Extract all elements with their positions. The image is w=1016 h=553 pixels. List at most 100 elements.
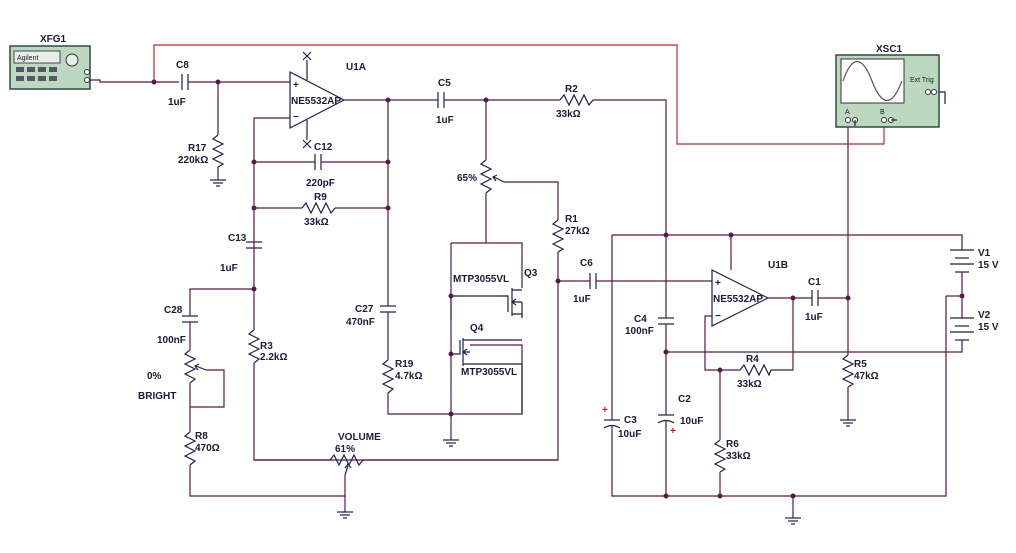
svg-text:100nF: 100nF xyxy=(625,326,654,337)
svg-text:Q3: Q3 xyxy=(524,268,538,279)
svg-text:C4: C4 xyxy=(634,314,647,325)
ground-1 xyxy=(210,179,226,187)
ext-trig-label: Ext Trig xyxy=(910,77,934,84)
probe-wire xyxy=(153,44,885,145)
svg-text:4.7kΩ: 4.7kΩ xyxy=(395,371,422,382)
mosfet-q4[interactable]: Q4 MTP3055VL xyxy=(451,323,523,414)
resistor-r6[interactable]: R6 33kΩ xyxy=(713,439,751,473)
svg-text:R3: R3 xyxy=(260,341,273,352)
svg-text:R17: R17 xyxy=(188,143,207,154)
mosfet-q3[interactable]: MTP3055VL Q3 xyxy=(451,268,538,318)
svg-text:C5: C5 xyxy=(438,78,451,89)
battery-v2[interactable]: V2 15 V xyxy=(950,310,999,341)
potentiometer-65[interactable]: 65% xyxy=(457,159,505,194)
svg-text:+: + xyxy=(293,80,299,91)
ground-3 xyxy=(785,517,801,525)
svg-text:15 V: 15 V xyxy=(978,322,999,333)
svg-text:R6: R6 xyxy=(726,439,739,450)
svg-text:C27: C27 xyxy=(355,304,374,315)
resistor-r2[interactable]: R2 33kΩ xyxy=(556,84,594,120)
svg-text:10uF: 10uF xyxy=(680,416,703,427)
capacitor-c28[interactable]: C28 100nF xyxy=(157,305,198,346)
channel-b-label: B xyxy=(880,109,885,116)
svg-text:1uF: 1uF xyxy=(168,97,186,108)
agilent-brand: Agilent xyxy=(17,55,38,62)
svg-text:1uF: 1uF xyxy=(220,263,238,274)
svg-text:10uF: 10uF xyxy=(618,429,641,440)
svg-text:R1: R1 xyxy=(565,214,578,225)
capacitor-c4[interactable]: C4 100nF xyxy=(625,314,674,337)
capacitor-c1[interactable]: C1 1uF xyxy=(805,277,823,323)
svg-text:C2: C2 xyxy=(678,394,691,405)
ground-4 xyxy=(840,419,856,427)
capacitor-c12[interactable]: C12 220pF xyxy=(306,142,335,189)
oscilloscope[interactable]: XSC1 Ext Trig A B xyxy=(835,44,940,128)
svg-text:470nF: 470nF xyxy=(346,317,375,328)
svg-text:+: + xyxy=(670,426,676,437)
svg-text:100nF: 100nF xyxy=(157,335,186,346)
svg-text:C6: C6 xyxy=(580,258,593,269)
svg-text:C1: C1 xyxy=(808,277,821,288)
svg-text:1uF: 1uF xyxy=(805,312,823,323)
svg-text:1uF: 1uF xyxy=(436,115,454,126)
svg-text:+: + xyxy=(715,278,721,289)
svg-text:+: + xyxy=(602,405,608,416)
capacitor-c2[interactable]: + C2 10uF xyxy=(657,394,703,437)
svg-text:VOLUME: VOLUME xyxy=(338,432,381,443)
svg-text:33kΩ: 33kΩ xyxy=(556,109,581,120)
svg-text:V2: V2 xyxy=(978,310,991,321)
svg-text:47kΩ: 47kΩ xyxy=(854,371,879,382)
potentiometer-volume[interactable]: VOLUME 61% xyxy=(329,432,381,476)
xsc1-label: XSC1 xyxy=(876,44,903,55)
potentiometer-bright[interactable]: 0% BRIGHT xyxy=(138,349,207,402)
svg-text:220kΩ: 220kΩ xyxy=(178,155,208,166)
svg-text:15 V: 15 V xyxy=(978,260,999,271)
svg-text:MTP3055VL: MTP3055VL xyxy=(461,367,517,378)
svg-text:NE5532AP: NE5532AP xyxy=(291,96,341,107)
svg-text:65%: 65% xyxy=(457,173,477,184)
svg-text:27kΩ: 27kΩ xyxy=(565,226,590,237)
resistor-r1[interactable]: R1 27kΩ xyxy=(551,214,590,253)
svg-text:C8: C8 xyxy=(176,60,189,71)
capacitor-c3[interactable]: + C3 10uF xyxy=(602,405,641,440)
svg-text:C13: C13 xyxy=(228,233,247,244)
svg-text:V1: V1 xyxy=(978,248,991,259)
svg-text:0%: 0% xyxy=(147,371,162,382)
resistor-r19[interactable]: R19 4.7kΩ xyxy=(381,359,422,394)
svg-text:R19: R19 xyxy=(395,359,414,370)
svg-text:R5: R5 xyxy=(854,359,867,370)
svg-text:220pF: 220pF xyxy=(306,178,335,189)
opamp-u1a[interactable]: + − NE5532AP U1A xyxy=(289,51,366,149)
svg-text:U1B: U1B xyxy=(768,260,788,271)
resistor-r8[interactable]: R8 470Ω xyxy=(183,431,220,466)
resistor-r5[interactable]: R5 47kΩ xyxy=(841,354,879,388)
svg-text:33kΩ: 33kΩ xyxy=(726,451,751,462)
resistor-r17[interactable]: R17 220kΩ xyxy=(178,134,225,168)
svg-text:−: − xyxy=(293,112,299,123)
svg-text:NE5532AP: NE5532AP xyxy=(713,294,763,305)
svg-text:33kΩ: 33kΩ xyxy=(737,379,762,390)
svg-text:C12: C12 xyxy=(314,142,333,153)
svg-text:1uF: 1uF xyxy=(573,294,591,305)
svg-text:61%: 61% xyxy=(335,444,355,455)
svg-text:R4: R4 xyxy=(746,354,759,365)
capacitor-c8[interactable]: C8 1uF xyxy=(168,60,189,108)
svg-text:U1A: U1A xyxy=(346,62,366,73)
channel-a-label: A xyxy=(845,109,850,116)
battery-v1[interactable]: V1 15 V xyxy=(950,248,999,273)
capacitor-c5[interactable]: C5 1uF xyxy=(436,78,454,126)
ground-q xyxy=(443,439,459,447)
resistor-r4[interactable]: R4 33kΩ xyxy=(737,354,772,390)
svg-text:C28: C28 xyxy=(164,305,183,316)
xfg1-label: XFG1 xyxy=(40,34,67,45)
opamp-u1b[interactable]: + − NE5532AP U1B xyxy=(711,260,788,327)
svg-text:470Ω: 470Ω xyxy=(195,443,220,454)
capacitor-c13[interactable]: C13 1uF xyxy=(220,233,262,274)
function-generator[interactable]: XFG1 Agilent xyxy=(9,34,91,90)
resistor-r3[interactable]: R3 2.2kΩ xyxy=(247,329,287,364)
ground-2 xyxy=(337,511,353,519)
resistor-r9[interactable]: R9 33kΩ xyxy=(301,192,336,228)
svg-text:2.2kΩ: 2.2kΩ xyxy=(260,352,287,363)
svg-text:MTP3055VL: MTP3055VL xyxy=(453,274,509,285)
